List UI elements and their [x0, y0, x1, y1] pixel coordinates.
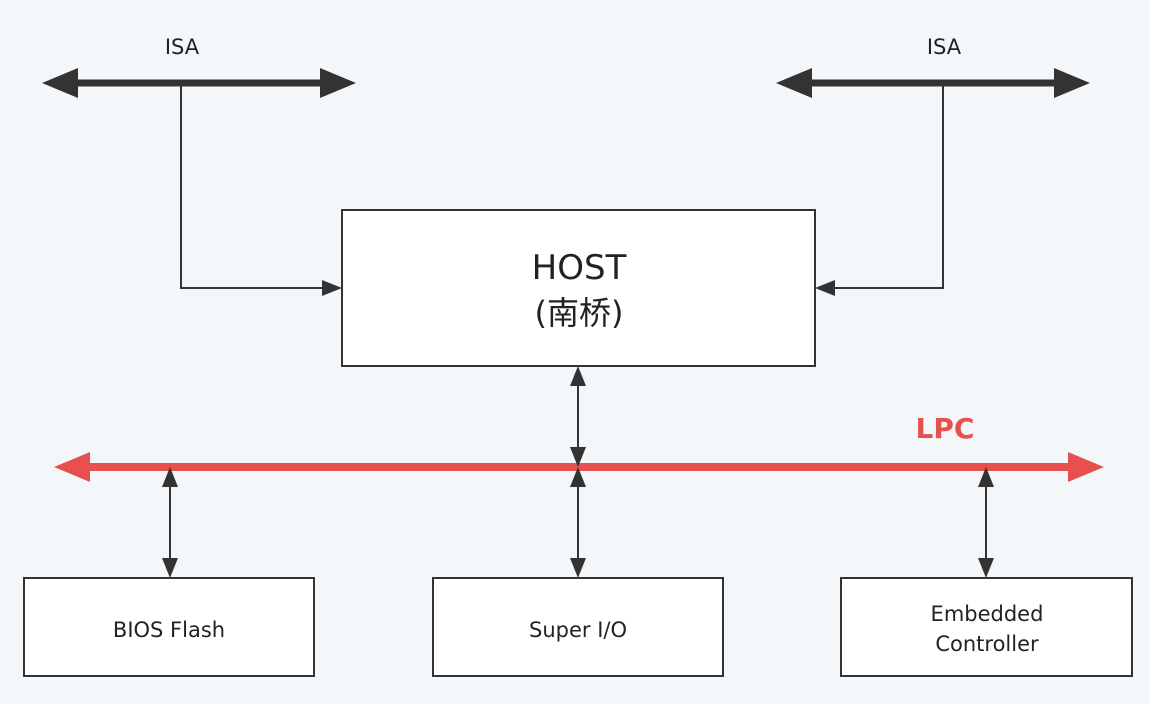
connector-lpc-superio-arrowhead-up: [570, 467, 586, 487]
host-title: HOST: [532, 248, 627, 288]
bios-flash-box-rect: [23, 577, 315, 677]
connector-isa-left-to-host: [180, 86, 342, 296]
connector-lpc-bios: [162, 467, 178, 578]
connector-isa-right-to-host: [815, 86, 944, 296]
connector-isa-right-line: [831, 86, 944, 289]
bios-flash-box: BIOS Flash: [23, 577, 315, 677]
connector-isa-right-arrowhead: [815, 280, 835, 296]
connector-lpc-superio: [570, 467, 586, 578]
embedded-controller-label-line1: Embedded: [931, 602, 1044, 626]
super-io-box-rect: [432, 577, 724, 677]
embedded-controller-box-rect: [840, 577, 1133, 677]
host-box-rect: [341, 209, 816, 367]
connector-isa-left-arrowhead: [322, 280, 342, 296]
isa-left-label: ISA: [165, 35, 200, 59]
connector-lpc-superio-arrowhead-down: [570, 558, 586, 578]
connector-host-lpc-arrowhead-down: [570, 447, 586, 467]
isa-bus-left-arrowhead-left: [42, 68, 78, 98]
lpc-bus-arrowhead-left: [54, 452, 90, 482]
connector-lpc-bios-arrowhead-up: [162, 467, 178, 487]
isa-bus-left-arrowhead-right: [320, 68, 356, 98]
isa-bus-right-arrowhead-left: [776, 68, 812, 98]
connector-host-lpc-arrowhead-up: [570, 366, 586, 386]
isa-bus-right: ISA: [776, 35, 1090, 98]
connector-lpc-ec-arrowhead-up: [978, 467, 994, 487]
lpc-label: LPC: [916, 412, 975, 445]
bios-flash-label: BIOS Flash: [113, 618, 225, 642]
host-subtitle: (南桥): [535, 294, 624, 332]
isa-bus-right-arrowhead-right: [1054, 68, 1090, 98]
connector-isa-left-line: [180, 86, 326, 289]
lpc-bus: LPC: [54, 412, 1104, 482]
isa-right-label: ISA: [927, 35, 962, 59]
super-io-label: Super I/O: [529, 618, 627, 642]
isa-bus-left: ISA: [42, 35, 356, 98]
embedded-controller-box: Embedded Controller: [840, 577, 1133, 677]
connector-host-lpc: [570, 366, 586, 467]
connector-lpc-ec: [978, 467, 994, 578]
embedded-controller-label-line2: Controller: [935, 632, 1039, 656]
connector-lpc-bios-arrowhead-down: [162, 558, 178, 578]
super-io-box: Super I/O: [432, 577, 724, 677]
connector-lpc-ec-arrowhead-down: [978, 558, 994, 578]
lpc-bus-arrowhead-right: [1068, 452, 1104, 482]
host-box: HOST (南桥): [341, 209, 816, 367]
